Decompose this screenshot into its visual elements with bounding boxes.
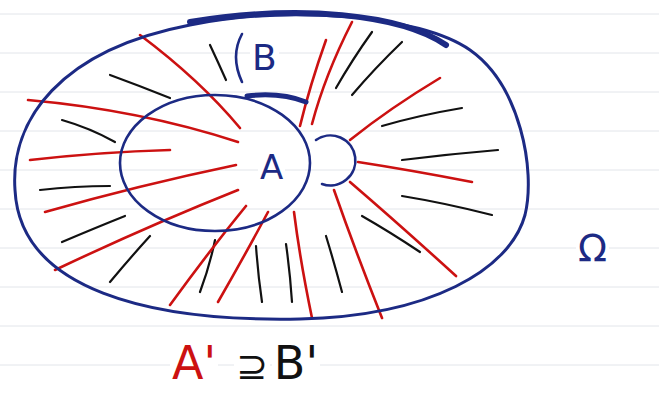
red-ray — [170, 206, 246, 305]
formula-term: A' — [170, 338, 218, 389]
black-ray — [402, 196, 492, 215]
red-ray — [312, 22, 352, 124]
ruled-line — [0, 92, 659, 93]
domain-symbol: Ω — [576, 228, 609, 270]
red-ray — [30, 150, 170, 160]
red-rays — [28, 22, 472, 318]
domain-outline — [15, 15, 529, 319]
region-outline — [0, 0, 659, 340]
black-ray — [62, 216, 125, 242]
ruled-line — [0, 287, 659, 288]
black-ray — [382, 108, 462, 126]
black-ray — [336, 32, 372, 88]
oval-outline — [120, 95, 310, 231]
ruled-line — [0, 53, 659, 54]
ruled-line — [0, 365, 659, 366]
black-rays — [40, 32, 498, 302]
red-ray — [334, 190, 382, 318]
red-ray — [350, 182, 456, 276]
black-ray — [62, 120, 115, 142]
domain-region: AΩ — [0, 0, 659, 340]
black-ray — [326, 236, 342, 292]
ruled-line — [0, 209, 659, 210]
region-marks — [236, 34, 355, 185]
red-ray — [294, 212, 312, 318]
black-ray — [110, 75, 170, 98]
region-label: B — [250, 38, 279, 78]
ruled-line — [0, 326, 659, 327]
formula-symbol: ⊇ — [234, 346, 270, 388]
red-ray — [28, 100, 238, 142]
bracket-mark — [236, 34, 242, 82]
red-ray — [350, 78, 440, 140]
black-ray — [210, 45, 226, 80]
red-ray — [218, 212, 268, 302]
ruled-lines — [0, 14, 659, 365]
red-ray — [140, 35, 240, 128]
black-ray — [402, 150, 498, 160]
region-label: A — [258, 149, 285, 186]
black-ray — [286, 244, 292, 302]
thick-boundary-arc — [190, 13, 446, 45]
black-ray — [40, 186, 110, 190]
subregion-oval: A — [118, 93, 312, 233]
red-ray — [300, 40, 326, 126]
small-circle — [316, 135, 355, 185]
red-ray — [358, 162, 472, 182]
ruled-line — [0, 170, 659, 171]
black-ray — [256, 246, 262, 302]
ruled-line — [0, 131, 659, 132]
formula-term: B' — [272, 338, 320, 389]
